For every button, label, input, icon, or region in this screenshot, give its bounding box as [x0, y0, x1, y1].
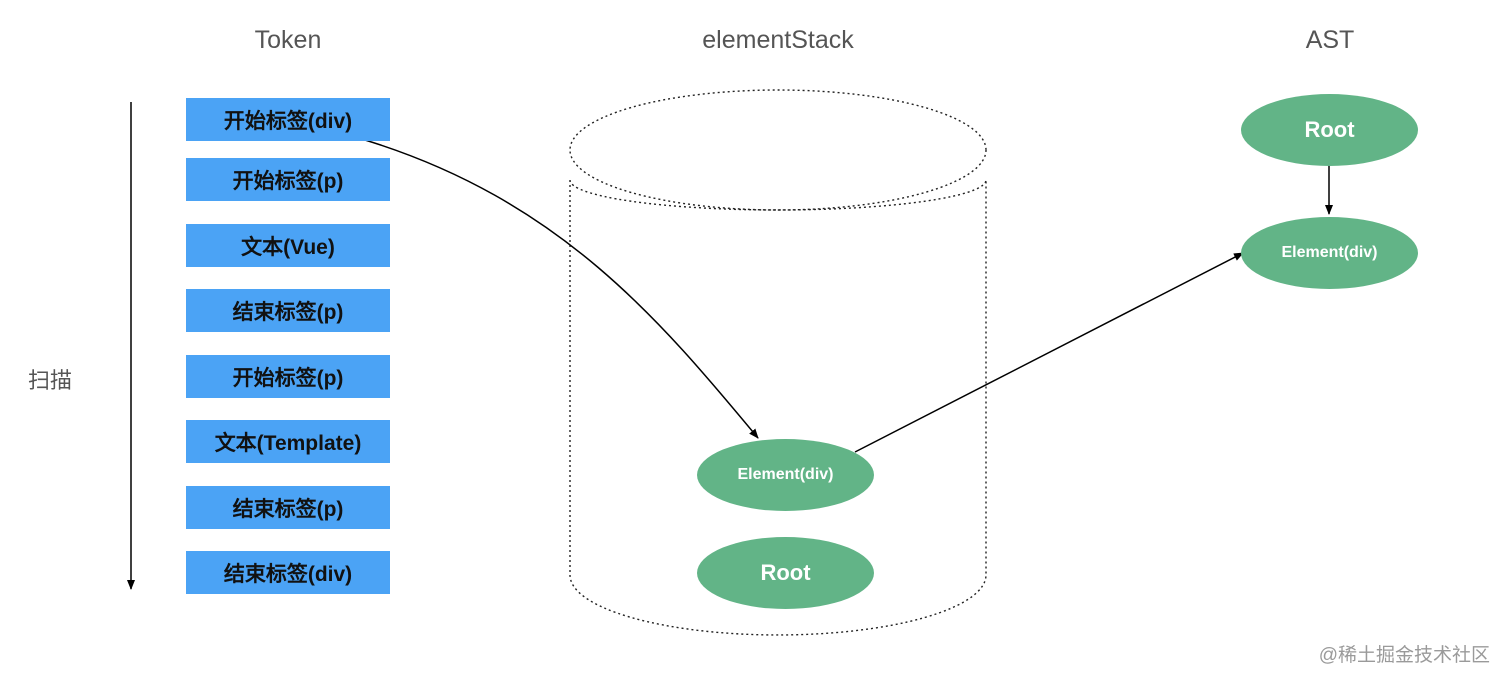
cylinder-body [569, 179, 987, 636]
token-item: 结束标签(p) [186, 486, 390, 529]
stack-element-node: Element(div) [697, 439, 874, 511]
token-item: 开始标签(p) [186, 355, 390, 398]
ast-column-title: AST [1305, 26, 1355, 54]
watermark: @稀土掘金技术社区 [1318, 645, 1490, 666]
cylinder-top-ellipse [569, 89, 987, 211]
push-arrow [364, 139, 759, 439]
token-item: 文本(Template) [186, 420, 390, 463]
scan-label: 扫描 [28, 368, 73, 393]
element-stack-cylinder [569, 89, 987, 636]
ast-element-node: Element(div) [1241, 217, 1418, 289]
ast-link-arrow [854, 252, 1244, 453]
token-column-title: Token [254, 26, 322, 54]
stack-root-node: Root [697, 537, 874, 609]
ast-root-node: Root [1241, 94, 1418, 166]
token-item: 结束标签(p) [186, 289, 390, 332]
token-item: 文本(Vue) [186, 224, 390, 267]
token-item: 开始标签(p) [186, 158, 390, 201]
token-item: 开始标签(div) [186, 98, 390, 141]
token-item: 结束标签(div) [186, 551, 390, 594]
element-stack-title: elementStack [702, 26, 854, 54]
